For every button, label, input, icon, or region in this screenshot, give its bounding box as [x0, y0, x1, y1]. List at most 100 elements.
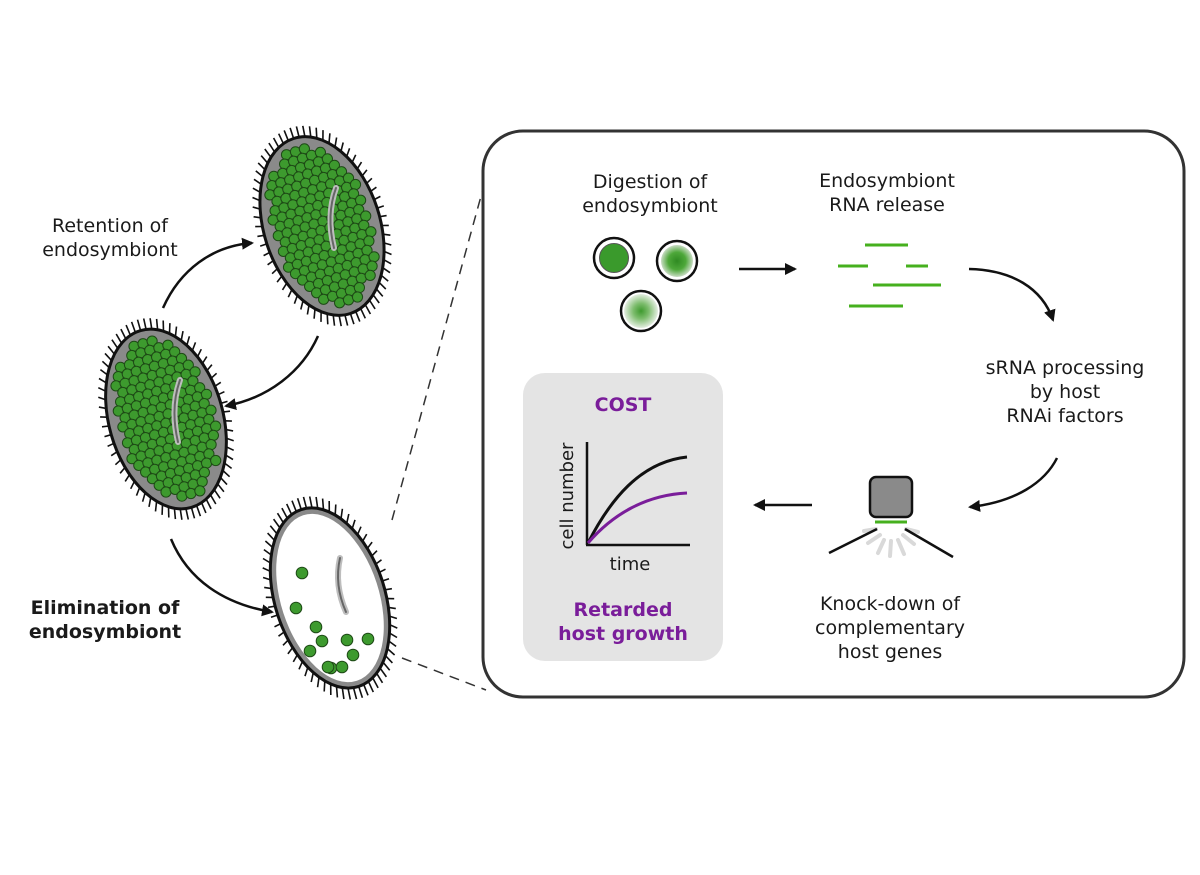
cilium: [295, 126, 300, 138]
cilium: [125, 324, 132, 336]
endosymbiont: [210, 420, 222, 432]
cilium: [315, 127, 318, 139]
cilium: [359, 307, 367, 319]
endosymbiont: [364, 269, 376, 281]
cilium: [296, 498, 303, 510]
endosymbiont: [303, 644, 317, 658]
cilium: [340, 508, 344, 519]
endosymbiont: [200, 388, 213, 400]
cilium: [335, 686, 339, 698]
endosymbiont: [361, 632, 375, 646]
cilium: [354, 311, 361, 322]
knockdown-label: Knock-down of complementary host genes: [815, 593, 965, 663]
elimination-label: Elimination of endosymbiont: [28, 597, 182, 643]
cilium: [185, 508, 190, 520]
normal-growth-curve: [586, 455, 688, 544]
endosymbiont: [207, 429, 219, 441]
srna-processing-label: sRNA processing by host RNAi factors: [985, 357, 1145, 427]
endosymbiont: [210, 454, 222, 467]
endosymbiont: [351, 291, 364, 303]
arrow-to-srna: [968, 267, 1056, 322]
cilium: [195, 505, 202, 517]
cilium: [179, 508, 183, 520]
cilium: [142, 318, 147, 330]
cilium: [107, 345, 116, 355]
chart-ylabel: cell number: [557, 442, 578, 550]
endosymbiont: [355, 194, 367, 206]
cilium: [190, 507, 196, 519]
cilium: [379, 667, 388, 678]
cilium: [347, 687, 352, 700]
cilium: [264, 148, 272, 158]
endosymbiont: [335, 660, 349, 674]
cell-full-icon: [97, 318, 235, 520]
cilium: [154, 501, 158, 512]
cilium: [283, 130, 290, 141]
cilium: [260, 155, 269, 164]
cilium: [276, 512, 285, 524]
endosymbiont: [368, 251, 380, 263]
cilium: [357, 686, 364, 698]
zoom-line-top: [391, 177, 487, 521]
cilium: [291, 500, 298, 512]
endosymbiont: [321, 660, 335, 674]
retention-arrow-down: [224, 335, 320, 411]
cell-digested-icon: [262, 496, 398, 700]
cilium: [272, 137, 280, 148]
cilium: [269, 525, 278, 535]
cilium: [344, 314, 349, 326]
endosymbiont: [196, 476, 208, 488]
cilium: [209, 494, 217, 505]
digesting-vesicle-icon: [619, 289, 663, 333]
cilium: [120, 328, 127, 340]
endosymbiont: [194, 485, 206, 497]
digesting-vesicle-icon: [655, 239, 699, 283]
cilium: [268, 142, 276, 153]
endosymbiont: [346, 648, 360, 662]
cilium: [352, 687, 358, 700]
cilium: [174, 326, 178, 337]
zoom-line-bottom: [401, 657, 487, 691]
cilium: [349, 313, 355, 325]
cilium: [367, 681, 375, 693]
cilium: [321, 498, 325, 510]
endosymbiont: [315, 634, 329, 648]
cilium: [308, 496, 313, 509]
retention-label: Retention of endosymbiont: [42, 215, 178, 261]
endosymbiont: [198, 466, 210, 478]
rnai-complex-icon: [828, 475, 954, 559]
cilium: [315, 496, 319, 509]
endosymbiont: [189, 366, 201, 378]
cilium: [341, 687, 345, 700]
cilium: [281, 507, 289, 519]
cilium: [155, 318, 159, 330]
cost-outcome-label: Retarded host growth: [558, 599, 688, 645]
cilium: [323, 680, 326, 692]
endosymbiont: [353, 282, 365, 294]
retention-arrow-up: [161, 237, 254, 309]
endosymbiont: [205, 404, 217, 416]
cilium: [334, 504, 337, 516]
cilium: [382, 661, 391, 671]
retarded-growth-curve: [586, 491, 688, 544]
arrow-to-knockdown: [968, 457, 1059, 512]
cilium: [115, 333, 123, 344]
cilium: [272, 518, 281, 529]
chart-xlabel: time: [609, 554, 651, 575]
endosymbiont: [363, 235, 375, 247]
cilium: [200, 502, 207, 514]
cost-box: [523, 373, 723, 661]
cilium: [338, 315, 342, 327]
cost-title: COST: [594, 394, 652, 416]
growth-curve-icon: [585, 442, 690, 547]
cilium: [216, 483, 225, 493]
cilium: [136, 319, 142, 331]
cilium: [308, 126, 312, 138]
cilium: [313, 308, 316, 319]
cilium: [289, 127, 295, 139]
digestion-label: Digestion of endosymbiont: [582, 171, 718, 217]
cilium: [326, 313, 329, 325]
endosymbiont: [309, 620, 323, 634]
rna-fragment-icon: [838, 243, 941, 308]
cilium: [277, 133, 285, 145]
